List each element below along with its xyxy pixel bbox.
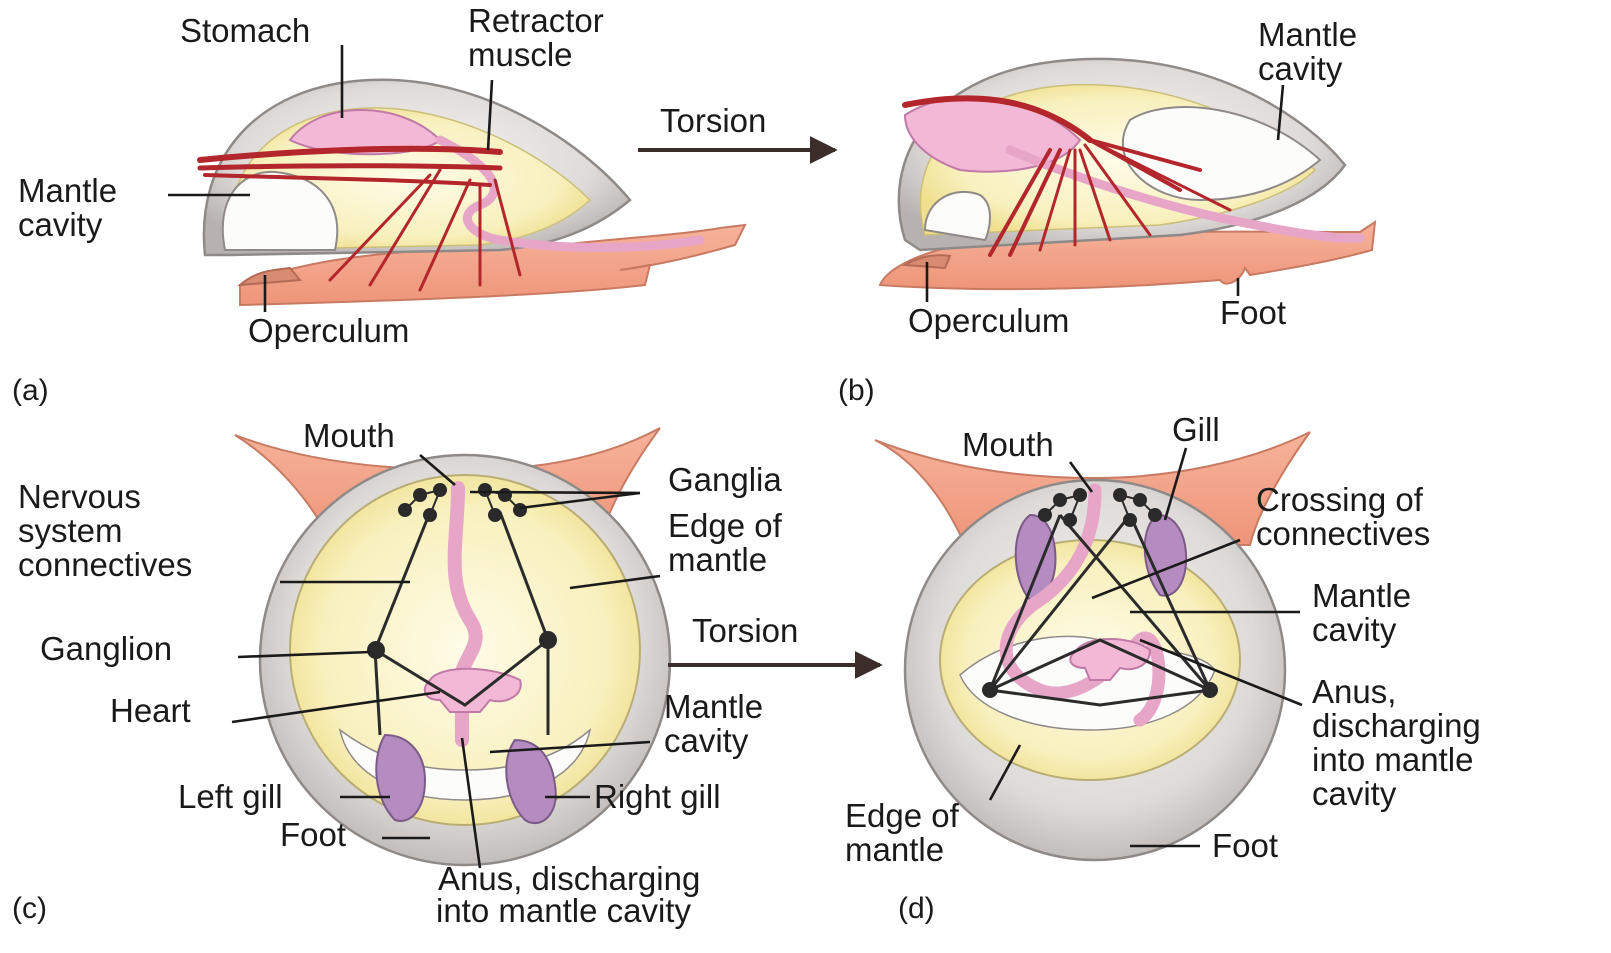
torsion-arrow-top: Torsion	[638, 102, 835, 150]
label-anus-d-2: discharging	[1312, 707, 1481, 744]
ganglion-right-c	[539, 631, 557, 649]
label-torsion-top: Torsion	[660, 102, 766, 139]
label-right-gill-c: Right gill	[594, 778, 721, 815]
panel-tag-b: (b)	[838, 374, 875, 407]
label-mouth-d: Mouth	[962, 426, 1054, 463]
label-heart-c: Heart	[110, 692, 191, 729]
label-operculum-b: Operculum	[908, 302, 1069, 339]
ganglion-left-c	[367, 641, 385, 659]
label-edge-c-1: Edge of	[668, 507, 783, 544]
label-gill-d: Gill	[1172, 411, 1220, 448]
label-crossing-d-2: connectives	[1256, 515, 1430, 552]
label-foot-c: Foot	[280, 816, 346, 853]
label-left-gill-c: Left gill	[178, 778, 283, 815]
label-mantle-c-2: cavity	[664, 722, 749, 759]
label-anus-d-1: Anus,	[1312, 673, 1396, 710]
label-mantle-a-2: cavity	[18, 206, 103, 243]
label-operculum-a: Operculum	[248, 312, 409, 349]
label-ganglion-c: Ganglion	[40, 630, 172, 667]
label-mantle-a-1: Mantle	[18, 172, 117, 209]
panel-tag-c: (c)	[12, 892, 47, 925]
panel-b: Mantle cavity Operculum Foot (b)	[838, 16, 1375, 407]
label-nervous-c-3: connectives	[18, 546, 192, 583]
torsion-arrow-bottom: Torsion	[668, 612, 880, 665]
label-mantle-b-1: Mantle	[1258, 16, 1357, 53]
label-nervous-c-1: Nervous	[18, 478, 141, 515]
label-nervous-c-2: system	[18, 512, 123, 549]
ganglion-left-d	[982, 682, 998, 698]
label-crossing-d-1: Crossing of	[1256, 481, 1424, 518]
label-foot-b: Foot	[1220, 294, 1286, 331]
panel-tag-d: (d)	[898, 892, 935, 925]
label-stomach: Stomach	[180, 12, 310, 49]
label-retractor-1: Retractor	[468, 2, 604, 39]
label-mantle-d-1: Mantle	[1312, 577, 1411, 614]
label-anus-d-3: into mantle	[1312, 741, 1473, 778]
ganglion-right-d	[1202, 682, 1218, 698]
label-ganglia-c: Ganglia	[668, 461, 782, 498]
label-mantle-c-1: Mantle	[664, 688, 763, 725]
label-edge-c-2: mantle	[668, 541, 767, 578]
label-edge-d-1: Edge of	[845, 797, 960, 834]
label-edge-d-2: mantle	[845, 831, 944, 868]
label-anus-c-2: into mantle cavity	[436, 892, 691, 929]
label-retractor-2: muscle	[468, 36, 573, 73]
label-torsion-bottom: Torsion	[692, 612, 798, 649]
panel-c: Mouth Ganglia Nervous system connectives…	[12, 417, 783, 929]
leader-ganglia-c-2	[470, 492, 640, 493]
label-foot-d: Foot	[1212, 827, 1278, 864]
label-anus-d-4: cavity	[1312, 775, 1397, 812]
panel-d: Mouth Gill Crossing of connectives Mantl…	[845, 411, 1481, 925]
label-mantle-b-2: cavity	[1258, 50, 1343, 87]
panel-tag-a: (a)	[12, 374, 49, 407]
label-mouth-c: Mouth	[303, 417, 395, 454]
panel-a: Stomach Retractor muscle Mantle cavity O…	[12, 2, 745, 407]
label-mantle-d-2: cavity	[1312, 611, 1397, 648]
